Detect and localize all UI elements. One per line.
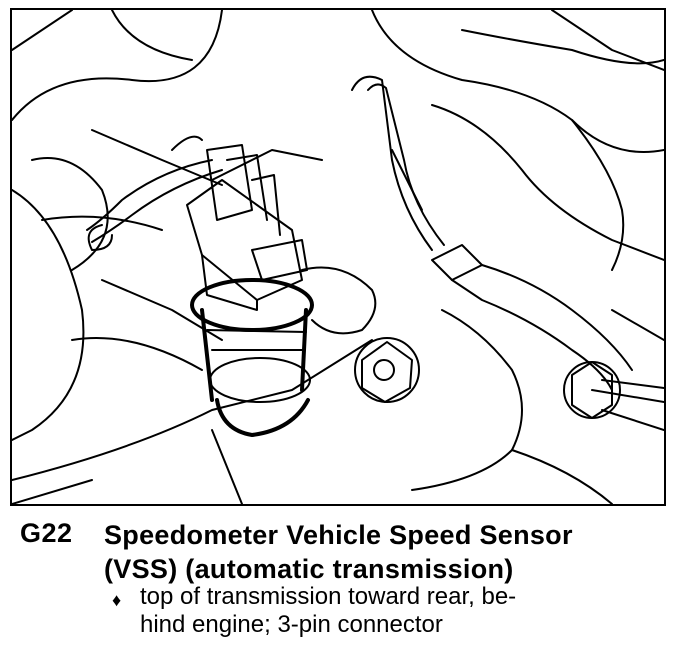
three-pin-connector bbox=[186, 144, 308, 311]
mounting-boss bbox=[301, 266, 377, 335]
bullet-icon: ♦ bbox=[112, 590, 122, 610]
speed-sensor bbox=[190, 278, 314, 437]
caption-title-line-2: (VSS) (automatic transmission) bbox=[104, 554, 514, 584]
center-bolt bbox=[354, 337, 420, 403]
sensor-illustration bbox=[10, 8, 666, 506]
transmission-housing bbox=[371, 10, 664, 504]
caption-title-line-1: Speedometer Vehicle Speed Sensor bbox=[104, 520, 573, 550]
component-code: G22 bbox=[20, 518, 73, 548]
right-bolt bbox=[563, 361, 664, 419]
engine-block-outline bbox=[12, 10, 373, 504]
bullet-line-1: top of transmission toward rear, be- bbox=[140, 583, 517, 610]
bullet-line-2: hind engine; 3-pin connector bbox=[140, 611, 443, 638]
sensor-wires bbox=[86, 135, 223, 251]
caption-title: Speedometer Vehicle Speed Sensor (VSS) (… bbox=[104, 518, 674, 586]
fluid-tube bbox=[351, 75, 633, 391]
bullet-description: top of transmission toward rear, be- hin… bbox=[140, 583, 680, 639]
